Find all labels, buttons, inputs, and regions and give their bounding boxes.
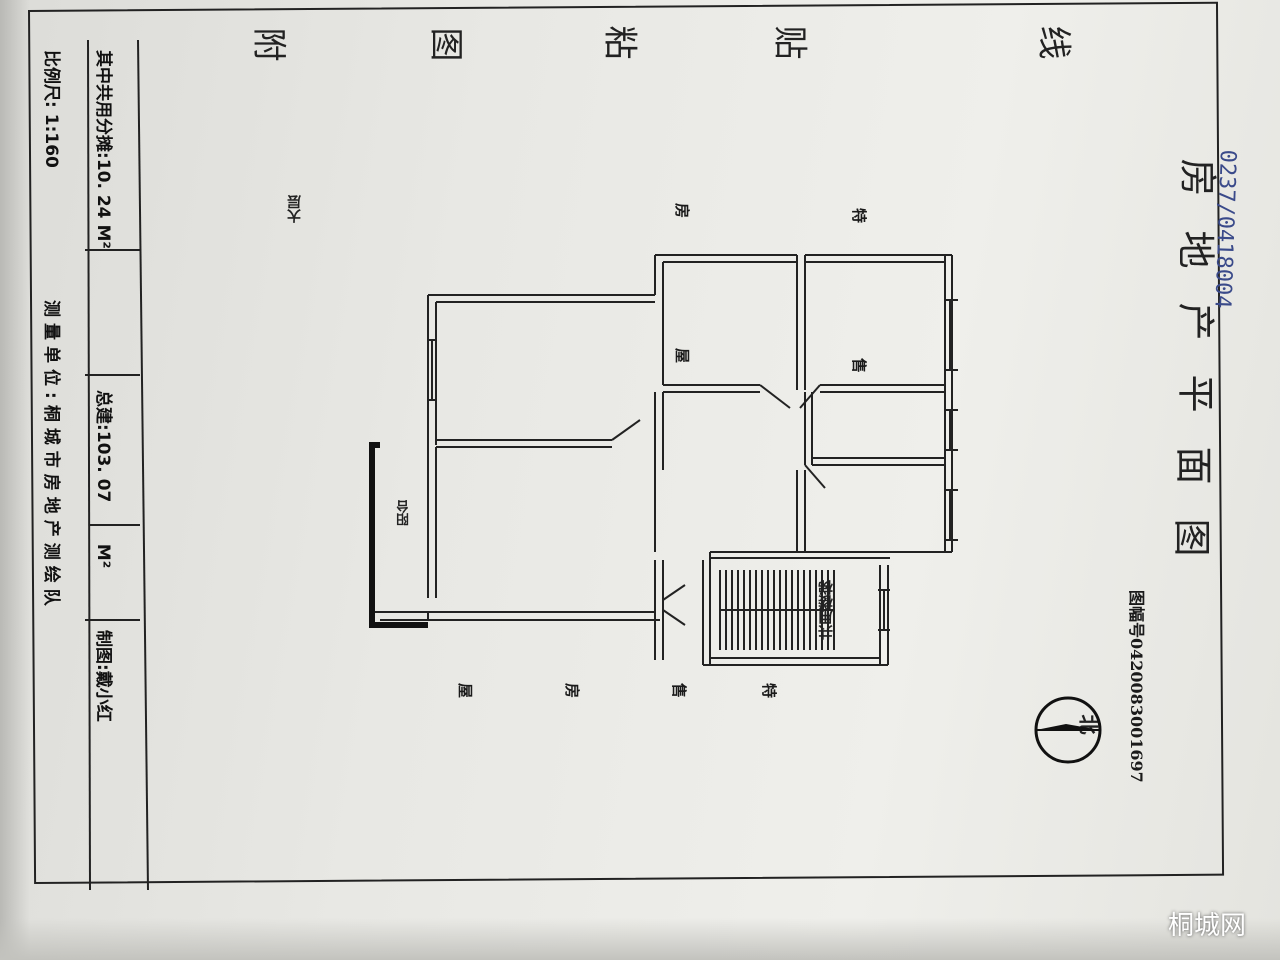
drafter-row: 制图:戴小红 xyxy=(93,630,118,722)
wall-label-6: 售 xyxy=(670,682,689,699)
wall-label-5: 特 xyxy=(760,682,779,699)
scale-row: 比例尺: 1:160 xyxy=(41,50,66,168)
total-area-label: 总建: xyxy=(93,390,113,431)
page-shadow xyxy=(0,0,30,960)
page-edge xyxy=(0,918,1280,960)
wall-label-1: 特 xyxy=(850,207,869,224)
building-label: 大层 xyxy=(287,195,303,223)
balcony-label: 阳台 xyxy=(397,500,412,526)
scale-value: 1:160 xyxy=(41,113,61,168)
stairs-label: 共用楼梯 xyxy=(817,580,835,640)
total-area-value: 103. 07 xyxy=(93,430,113,503)
drafter-label: 制图: xyxy=(93,630,113,671)
shared-area-value: 10. 24 xyxy=(93,158,113,219)
surveyor-label: 测量单位: xyxy=(41,300,61,405)
wall-label-7: 房 xyxy=(563,682,582,699)
balcony-wall xyxy=(369,442,428,628)
drafter-name: 戴小红 xyxy=(93,670,113,722)
info-frame-line-1 xyxy=(137,39,149,891)
wall-label-4: 屋 xyxy=(673,347,692,364)
shared-area-label: 其中共用分摊: xyxy=(93,50,113,159)
north-arrow-icon xyxy=(1034,696,1102,764)
wall-label-8: 屋 xyxy=(456,682,475,699)
info-frame-line-2 xyxy=(87,39,91,891)
shared-area-unit: M² xyxy=(93,224,113,249)
wall-label-3: 房 xyxy=(673,202,692,219)
wall-label-2: 售 xyxy=(850,357,869,374)
scale-label: 比例尺: xyxy=(41,50,61,108)
shared-area-row: 其中共用分摊:10. 24 M² xyxy=(93,50,118,249)
surveyor-row: 测量单位:桐城市房地产测绘队 xyxy=(41,300,66,612)
total-area-row: 总建:103. 07 M² xyxy=(93,390,118,568)
surveyor-name: 桐城市房地产测绘队 xyxy=(41,404,61,612)
site-watermark: 桐城网 xyxy=(1167,911,1246,941)
total-area-unit: M² xyxy=(93,543,113,569)
